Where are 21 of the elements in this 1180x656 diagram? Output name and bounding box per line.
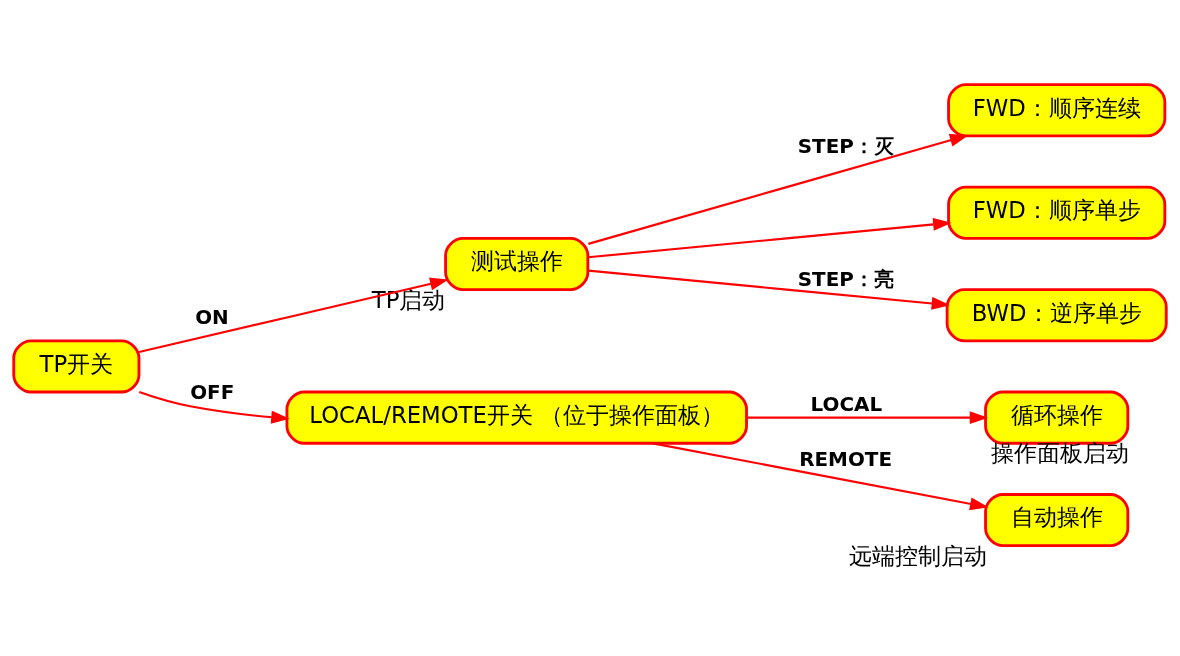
edge-label: STEP：亮 bbox=[797, 267, 894, 291]
node-box: FWD：顺序单步 bbox=[947, 185, 1167, 240]
edge-label: ON bbox=[195, 306, 229, 330]
node-box: 测试操作 bbox=[444, 236, 590, 291]
arrow bbox=[588, 217, 952, 259]
arrow bbox=[138, 391, 290, 424]
node-box: BWD：逆序单步 bbox=[945, 288, 1168, 343]
node-box: 自动操作 bbox=[984, 493, 1130, 548]
edge-label: REMOTE bbox=[799, 448, 892, 472]
edge-label: STEP：灭 bbox=[797, 135, 894, 159]
node-box: FWD：顺序连续 bbox=[947, 83, 1167, 138]
arrow bbox=[588, 134, 969, 245]
node-label: 远端控制启动 bbox=[848, 542, 987, 569]
edge-label: LOCAL bbox=[810, 392, 883, 416]
arrow bbox=[138, 277, 449, 354]
arrow bbox=[652, 442, 989, 511]
node-box: LOCAL/REMOTE开关 （位于操作面板） bbox=[285, 390, 748, 445]
arrow bbox=[746, 411, 989, 425]
arrow bbox=[588, 269, 951, 310]
node-box: TP开关 bbox=[12, 339, 141, 394]
edge-label: OFF bbox=[190, 381, 235, 405]
